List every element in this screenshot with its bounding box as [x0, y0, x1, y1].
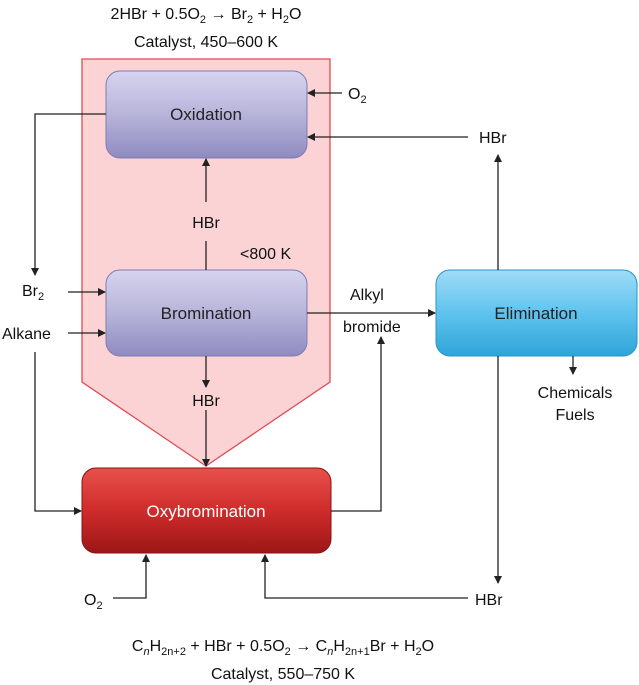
bromide-label: bromide	[343, 319, 401, 336]
hbr-mid-lower-label: HBr	[192, 393, 220, 410]
oxidation-to-br2-line	[31, 113, 106, 276]
elimination-label: Elimination	[494, 304, 577, 323]
hbr-mid-upper-label: HBr	[192, 215, 220, 232]
bromination-label: Bromination	[161, 304, 252, 323]
chemicals-label: Chemicals	[538, 385, 613, 402]
hbr-bottom-label: HBr	[475, 592, 503, 609]
top-catalyst: Catalyst, 450–600 K	[134, 34, 278, 51]
top-equation: 2HBr + 0.5O2 → Br2 + H2O	[111, 6, 302, 26]
bottom-catalyst: Catalyst, 550–750 K	[211, 666, 355, 683]
br2-label: Br2	[22, 283, 44, 303]
bottom-equation: CnH2n+2 + HBr + 0.5O2 → CnH2n+1Br + H2O	[132, 638, 434, 658]
oxidation-label: Oxidation	[170, 105, 242, 124]
o2-top-label: O2	[348, 86, 367, 106]
oxybromination-to-alkyl-bromide-line	[331, 336, 385, 512]
oxybromination-label: Oxybromination	[146, 502, 265, 521]
fuels-label: Fuels	[555, 407, 594, 424]
o2-to-oxybromination-line	[113, 554, 150, 599]
hbr-right-top-label: HBr	[479, 130, 507, 147]
hbr-to-oxybromination-bottom-line	[261, 554, 468, 599]
alkane-label: Alkane	[2, 326, 51, 343]
temperature-label: <800 K	[240, 246, 291, 263]
elimination-box[interactable]	[435, 269, 638, 357]
alkane-to-oxybromination-line	[34, 352, 82, 515]
o2-bottom-label: O2	[84, 592, 103, 612]
alkyl-label: Alkyl	[350, 287, 384, 304]
